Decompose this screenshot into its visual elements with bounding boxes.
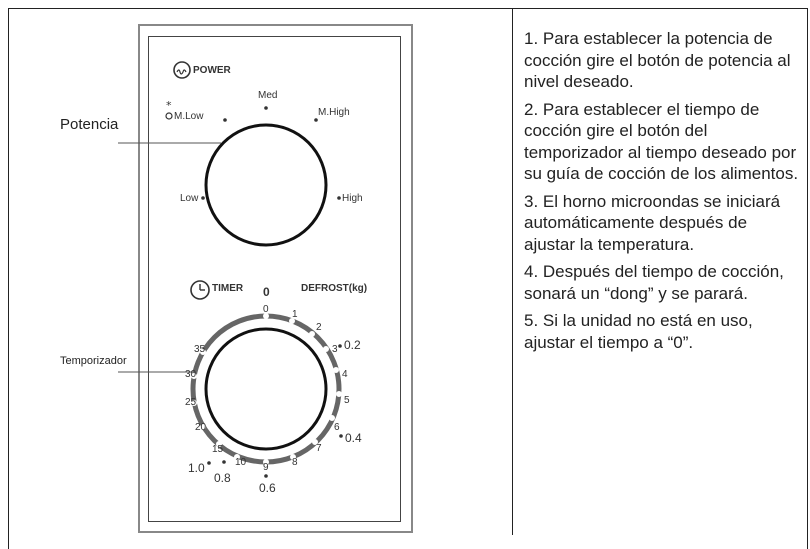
timer-min-25: 25 [185, 397, 197, 408]
timer-zero-bold: 0 [263, 285, 270, 299]
power-level-mlow: M.Low [174, 111, 204, 122]
defrost-0-8: 0.8 [214, 471, 231, 485]
power-side-label: Potencia [60, 116, 119, 133]
dial-graphics: * [118, 61, 343, 478]
power-level-low: Low [180, 193, 199, 204]
instruction-4: 4. Después del tiempo de cocción, sonará… [524, 262, 784, 303]
defrost-icon: * [165, 99, 173, 120]
timer-min-0: 0 [263, 304, 269, 315]
timer-min-8: 8 [292, 457, 298, 468]
instruction-2: 2. Para establecer el tiempo de cocción … [524, 99, 799, 184]
power-title: POWER [193, 65, 231, 76]
timer-min-5: 5 [344, 395, 350, 406]
timer-min-3: 3 [332, 344, 338, 355]
timer-min-35: 35 [194, 344, 206, 355]
defrost-0-4: 0.4 [345, 431, 362, 445]
timer-min-4: 4 [342, 369, 348, 380]
power-level-high: High [342, 193, 363, 204]
timer-knob [204, 327, 328, 451]
timer-min-2: 2 [316, 322, 322, 333]
defrost-title: DEFROST(kg) [301, 283, 368, 294]
instruction-5: 5. Si la unidad no está en uso, ajustar … [524, 311, 753, 352]
power-level-mhigh: M.High [318, 107, 350, 118]
instruction-1: 1. Para establecer la potencia de cocció… [524, 29, 791, 91]
defrost-1-0: 1.0 [188, 461, 205, 475]
timer-min-6: 6 [334, 422, 340, 433]
defrost-0-2: 0.2 [344, 338, 361, 352]
timer-title: TIMER [212, 283, 244, 294]
timer-side-label: Temporizador [60, 355, 127, 367]
timer-min-9: 9 [263, 462, 269, 473]
timer-min-20: 20 [195, 422, 207, 433]
control-panel-inner [148, 36, 401, 522]
power-icon [173, 61, 191, 79]
power-level-med: Med [258, 90, 278, 101]
timer-min-30: 30 [185, 369, 197, 380]
timer-min-7: 7 [316, 443, 322, 454]
timer-min-1: 1 [292, 309, 298, 320]
defrost-0-6: 0.6 [259, 481, 276, 495]
clock-icon [190, 280, 210, 300]
instruction-3: 3. El horno microondas se iniciará autom… [524, 191, 781, 254]
svg-text:*: * [166, 99, 172, 112]
instructions-list: 1. Para establecer la potencia de cocció… [524, 28, 802, 359]
timer-min-15: 15 [212, 444, 224, 455]
power-knob [204, 123, 328, 247]
table-frame [8, 8, 808, 549]
timer-min-10: 10 [235, 457, 247, 468]
column-divider [512, 8, 513, 535]
